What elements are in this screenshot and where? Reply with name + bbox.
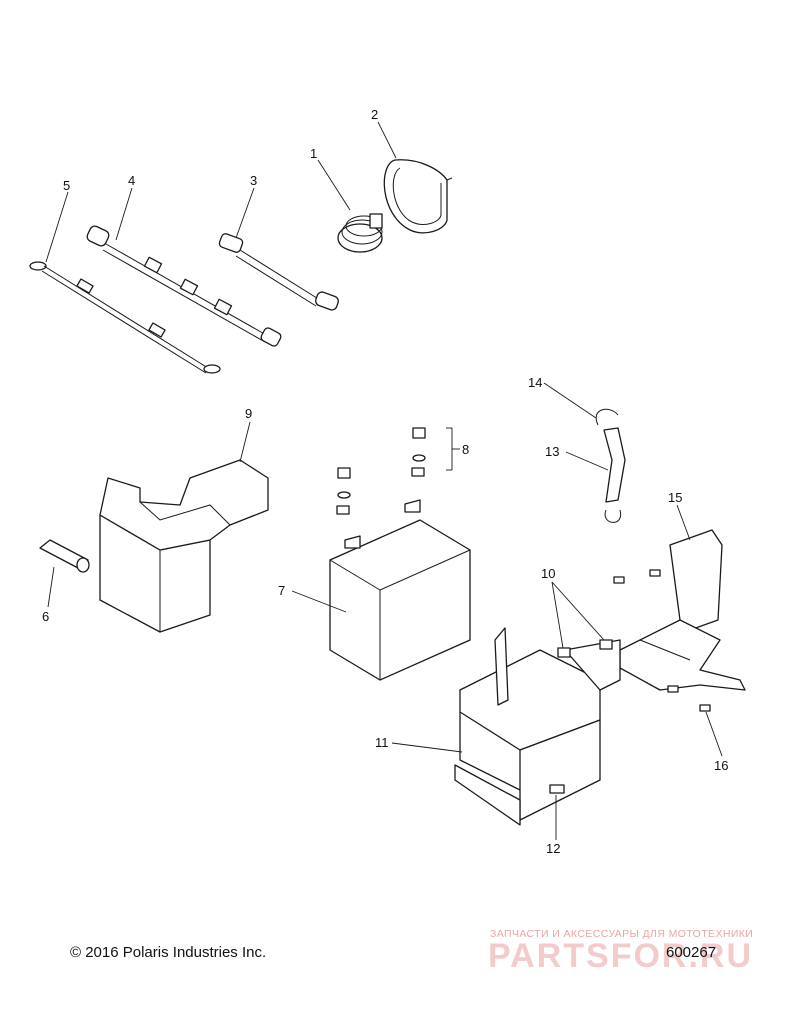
copyright-text: © 2016 Polaris Industries Inc.: [70, 944, 267, 961]
callout-12: 12: [546, 841, 560, 856]
part-5-cable: [29, 261, 221, 374]
callouts: 1 2 3 4 5 6 7 8 9 10 11 12 13 14 15 16: [42, 107, 728, 856]
part-4-cable: [86, 225, 282, 347]
callout-5: 5: [63, 178, 70, 193]
callout-14: 14: [528, 375, 542, 390]
callout-9: 9: [245, 406, 252, 421]
callout-3: 3: [250, 173, 257, 188]
callout-2: 2: [371, 107, 378, 122]
part-9-cover: [99, 459, 269, 633]
callout-1: 1: [310, 146, 317, 161]
part-8-hardware: [336, 427, 426, 515]
part-13-14-strap: [595, 408, 626, 523]
part-3-cable: [218, 233, 339, 311]
watermark-tagline: ЗАПЧАСТИ И АКСЕССУАРЫ ДЛЯ МОТОТЕХНИКИ: [490, 928, 754, 940]
figure-number: 600267: [666, 944, 717, 961]
callout-8: 8: [462, 442, 469, 457]
part-7-battery: [329, 499, 471, 681]
callout-7: 7: [278, 583, 285, 598]
callout-11: 11: [375, 735, 389, 750]
part-11-tray: [454, 627, 621, 826]
part-6-tube: [39, 539, 90, 573]
callout-10: 10: [541, 566, 555, 581]
part-2-strap: [383, 159, 453, 234]
callout-4: 4: [128, 173, 135, 188]
fasteners: [549, 569, 711, 794]
watermark-brand: PARTSFOR.RU: [488, 937, 754, 975]
part-15-bracket: [619, 529, 746, 691]
callout-6: 6: [42, 609, 49, 624]
callout-15: 15: [668, 490, 682, 505]
callout-13: 13: [545, 444, 559, 459]
leader-lines: [45, 121, 723, 840]
callout-16: 16: [714, 758, 728, 773]
part-1-clamp: [337, 213, 383, 253]
